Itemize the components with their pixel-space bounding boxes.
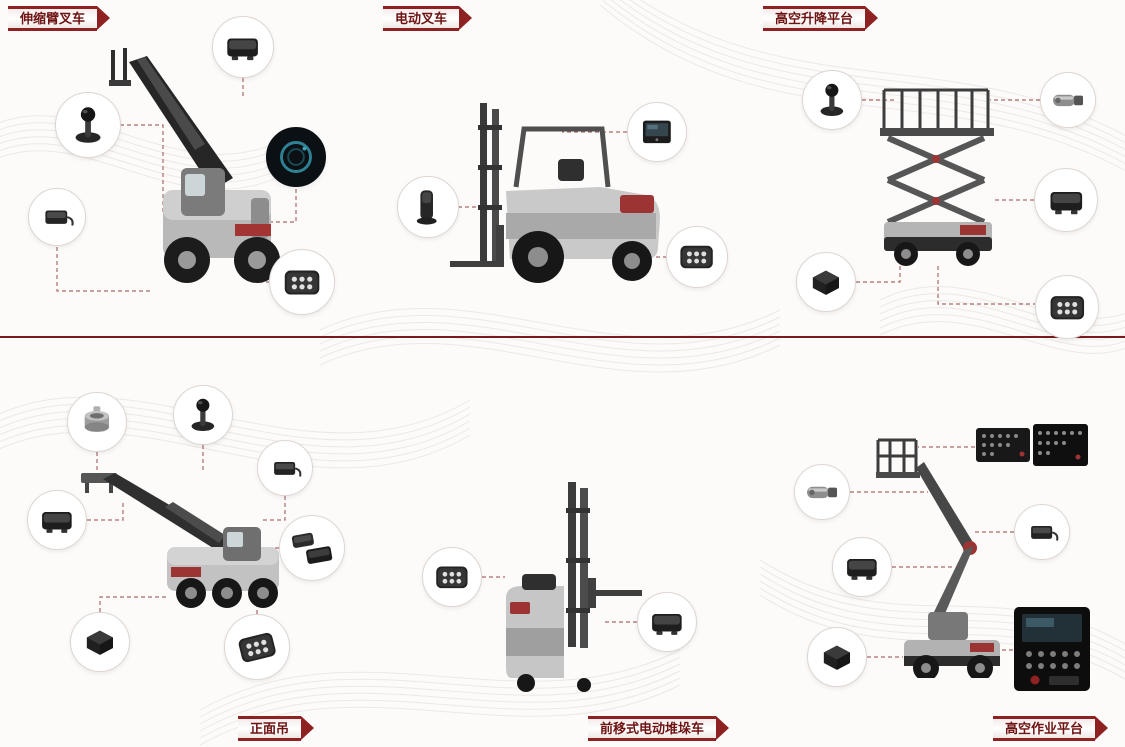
ribbon-label: 电动叉车 xyxy=(395,11,448,26)
bearing-ring-icon xyxy=(84,406,110,433)
ribbon-electric-forklift: 电动叉车 xyxy=(383,6,473,31)
aerial-work-platform-controller-module xyxy=(832,537,892,597)
scissor-lift-joystick xyxy=(802,70,862,130)
power-module-icon xyxy=(86,630,114,656)
ribbon-reach-electric-stacker: 前移式电动堆垛车 xyxy=(588,716,730,741)
telescopic-forklift-illustration xyxy=(109,48,280,283)
ribbon-telescopic-forklift: 伸缩臂叉车 xyxy=(8,6,111,31)
reach-stacker-joystick xyxy=(173,385,233,445)
power-module-icon xyxy=(812,270,840,296)
reach-stacker-power-module xyxy=(70,612,130,672)
reach-electric-stacker-controller-module xyxy=(637,592,697,652)
telescopic-forklift-steering-knob xyxy=(266,127,326,187)
scissor-lift-power-module xyxy=(796,252,856,312)
reach-stacker-bearing-ring xyxy=(67,392,127,452)
steering-knob-icon xyxy=(271,132,321,182)
aerial-work-platform-power-module xyxy=(807,627,867,687)
roof-control-panel-icon xyxy=(976,424,1088,466)
lever-controller-icon xyxy=(417,190,437,225)
reach-electric-stacker-illustration xyxy=(506,482,642,692)
telescopic-forklift-keypad xyxy=(269,249,335,315)
scissor-lift-keypad xyxy=(1035,275,1099,339)
telescopic-forklift-joystick xyxy=(55,92,121,158)
keypad-icon xyxy=(284,270,320,295)
keypad-icon xyxy=(436,566,468,589)
aerial-work-platform-control-console xyxy=(1013,606,1091,692)
reach-stacker-illustration xyxy=(81,473,279,608)
electric-forklift-illustration xyxy=(450,103,660,283)
control-unit-icon xyxy=(273,461,301,477)
scissor-lift-illustration xyxy=(880,88,994,266)
controller-module-icon xyxy=(227,38,259,61)
aerial-work-platform-roof-control-panel xyxy=(976,423,1088,467)
boom-lift-illustration xyxy=(876,438,1000,678)
control-unit-icon xyxy=(1030,525,1058,541)
control-console-icon xyxy=(1014,607,1090,691)
drive-motor-icon xyxy=(1052,94,1083,106)
controller-module-icon xyxy=(1050,191,1082,214)
scissor-lift-drive-motor xyxy=(1040,72,1096,128)
ribbon-aerial-work-platform: 高空作业平台 xyxy=(993,716,1109,741)
ribbon-label: 高空升降平台 xyxy=(775,11,854,26)
electric-forklift-keypad xyxy=(666,226,728,288)
aerial-work-platform-drive-motor xyxy=(794,464,850,520)
power-module-icon xyxy=(823,645,851,671)
reach-stacker-keypad xyxy=(224,614,290,680)
dual-modules-icon xyxy=(291,532,333,564)
reach-electric-stacker-keypad xyxy=(422,547,482,607)
reach-stacker-dual-control-modules xyxy=(279,515,345,581)
telescopic-forklift-controller-module xyxy=(212,16,274,78)
ribbon-scissor-lift: 高空升降平台 xyxy=(763,6,879,31)
telescopic-forklift-control-unit xyxy=(28,188,86,246)
drive-motor-icon xyxy=(806,486,837,498)
keypad-icon xyxy=(238,632,276,663)
ribbon-label: 高空作业平台 xyxy=(1005,721,1084,736)
reach-stacker-controller-module xyxy=(27,490,87,550)
electric-forklift-display-unit xyxy=(627,102,687,162)
electric-forklift-lever-controller xyxy=(397,176,459,238)
display-unit-icon xyxy=(643,120,671,144)
controller-module-icon xyxy=(847,559,877,581)
keypad-icon xyxy=(680,246,714,269)
ribbon-reach-stacker: 正面吊 xyxy=(238,716,315,741)
keypad-icon xyxy=(1050,295,1084,320)
joystick-icon xyxy=(191,398,215,432)
aerial-work-platform-control-unit xyxy=(1014,504,1070,560)
control-unit-icon xyxy=(45,210,74,226)
joystick-icon xyxy=(820,83,844,117)
ribbon-label: 正面吊 xyxy=(250,721,290,736)
scissor-lift-controller-module xyxy=(1034,168,1098,232)
controller-module-icon xyxy=(652,614,682,636)
ribbon-label: 伸缩臂叉车 xyxy=(20,11,86,26)
section-divider-line xyxy=(0,336,1125,338)
reach-stacker-control-unit xyxy=(257,440,313,496)
joystick-icon xyxy=(75,107,101,143)
ribbon-label: 前移式电动堆垛车 xyxy=(600,721,705,736)
controller-module-icon xyxy=(42,512,72,534)
